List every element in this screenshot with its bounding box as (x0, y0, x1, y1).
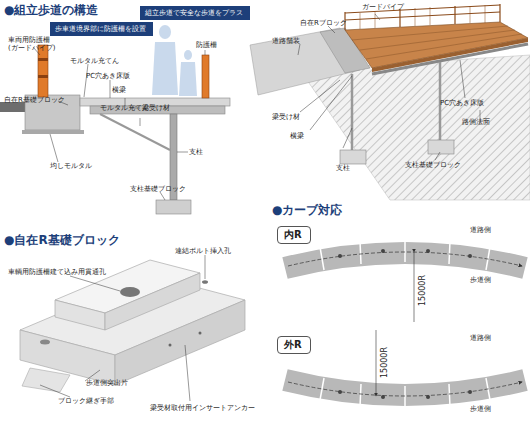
part-label: 自在R基礎ブロック (4, 96, 65, 104)
block-3d (20, 255, 245, 401)
part-label: 横梁 (290, 132, 304, 140)
curve-tag: 内R (277, 226, 311, 244)
part-label: モルタル充てん (70, 57, 119, 65)
part-label: 梁受け材 (272, 113, 300, 121)
node-text: 外R (284, 338, 304, 352)
node-text: 組立歩道で安全な歩道をプラス (145, 8, 245, 18)
node-text: 内R (284, 228, 304, 242)
curve-tag: 外R (277, 336, 311, 354)
section-heading: ●自在R基礎ブロック (4, 234, 120, 248)
part-label: ガードパイプ (362, 3, 404, 11)
part-label: ブロック継ぎ手部 (58, 397, 114, 405)
part-label: 道路側 (470, 334, 491, 342)
part-label: 梁受け材 (142, 104, 170, 112)
dimension: 15000R (418, 275, 427, 306)
part-label: 自在Rブロック (300, 19, 347, 27)
part-label: 道路舗装 (272, 37, 300, 45)
part-label: 防護柵 (196, 41, 217, 49)
part-label: 路側法面 (462, 118, 490, 126)
part-label: 支柱 (336, 164, 350, 172)
part-label: 道路側 (470, 226, 491, 234)
part-label: 横梁 (112, 86, 126, 94)
node-text: 歩車道境界部に防護柵を設置 (55, 24, 148, 34)
part-label: 梁受材取付用インサートアンカー (150, 404, 255, 412)
part-label: 連結ボルト挿入孔 (175, 247, 231, 255)
part-label: PC穴あき床版 (440, 99, 484, 107)
cross-section (0, 25, 230, 214)
section-heading: ●組立歩道の構造 (4, 4, 98, 18)
part-label: PC穴あき床版 (86, 72, 130, 80)
part-label: 歩道側 (470, 405, 491, 413)
part-label: モルタル充てん (100, 104, 149, 112)
part-label: 車両用防護柵 (ガードパイプ) (8, 36, 56, 52)
part-label: 歩道側突出片 (86, 379, 128, 387)
banner-box: 組立歩道で安全な歩道をプラス (140, 6, 250, 20)
part-label: 支柱基礎ブロック (405, 161, 461, 169)
part-label: 均しモルタル (50, 162, 92, 170)
part-label: 支柱 (189, 148, 203, 156)
part-label: 車輌用防護柵建て込み用貫通孔 (8, 268, 106, 276)
curve-plan (285, 239, 525, 409)
banner-box: 歩車道境界部に防護柵を設置 (50, 22, 153, 36)
part-label: 支柱基礎ブロック (130, 185, 186, 193)
walkway-3d (250, 4, 530, 200)
section-heading: ●カーブ対応 (272, 204, 342, 218)
part-label: 歩道側 (470, 276, 491, 284)
dimension: 15000R (380, 347, 389, 378)
